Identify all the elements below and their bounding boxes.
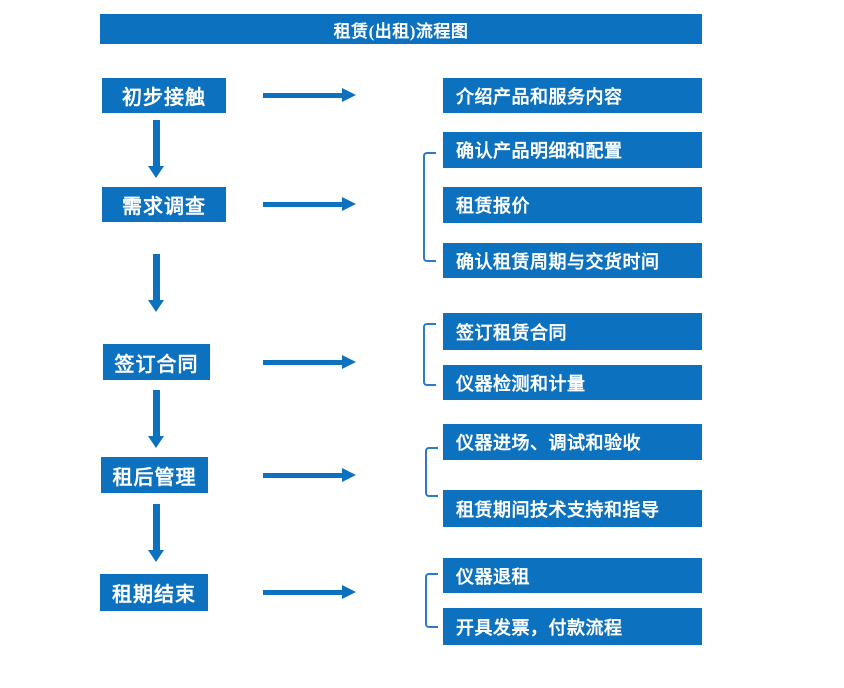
right-arrow-shaft <box>263 359 342 365</box>
output-box-introduce-products: 介绍产品和服务内容 <box>443 78 702 113</box>
output-box-rental-quote: 租赁报价 <box>443 187 702 223</box>
step-box-5: 租期结束 <box>100 574 208 611</box>
down-arrow-4 <box>148 504 164 562</box>
down-arrow-head <box>148 300 164 312</box>
right-arrow-5 <box>263 585 356 599</box>
output-box-instrument-inspection: 仪器检测和计量 <box>443 365 702 400</box>
group-bracket-5 <box>425 573 438 628</box>
flowchart-title: 租赁(出租)流程图 <box>100 14 702 44</box>
output-box-confirm-period: 确认租赁周期与交货时间 <box>443 243 702 278</box>
step-box-2: 需求调查 <box>102 187 226 222</box>
right-arrow-shaft <box>263 589 342 595</box>
right-arrow-3 <box>263 355 356 369</box>
right-arrow-head <box>342 197 356 211</box>
step-box-3: 签订合同 <box>103 344 210 380</box>
step-box-1: 初步接触 <box>102 78 226 113</box>
down-arrow-shaft <box>152 390 160 436</box>
right-arrow-head <box>342 88 356 102</box>
output-box-instrument-setup: 仪器进场、调试和验收 <box>443 424 702 460</box>
group-bracket-3 <box>423 323 436 386</box>
output-box-confirm-details: 确认产品明细和配置 <box>443 132 702 168</box>
down-arrow-shaft <box>152 254 160 300</box>
right-arrow-shaft <box>263 201 342 207</box>
down-arrow-shaft <box>152 504 160 550</box>
right-arrow-head <box>342 468 356 482</box>
group-bracket-2 <box>423 152 436 262</box>
down-arrow-head <box>148 550 164 562</box>
right-arrow-2 <box>263 197 356 211</box>
right-arrow-1 <box>263 88 356 102</box>
down-arrow-2 <box>148 254 164 312</box>
right-arrow-shaft <box>263 92 342 98</box>
output-box-sign-rental-contract: 签订租赁合同 <box>443 313 702 350</box>
down-arrow-shaft <box>152 120 160 166</box>
right-arrow-head <box>342 585 356 599</box>
output-box-tech-support: 租赁期间技术支持和指导 <box>443 490 702 527</box>
step-box-4: 租后管理 <box>101 457 208 493</box>
output-box-invoice-payment: 开具发票，付款流程 <box>443 608 702 645</box>
group-bracket-4 <box>425 447 438 497</box>
right-arrow-shaft <box>263 472 342 478</box>
down-arrow-head <box>148 436 164 448</box>
right-arrow-head <box>342 355 356 369</box>
right-arrow-4 <box>263 468 356 482</box>
down-arrow-head <box>148 166 164 178</box>
down-arrow-1 <box>148 120 164 178</box>
down-arrow-3 <box>148 390 164 448</box>
output-box-instrument-return: 仪器退租 <box>443 558 702 593</box>
